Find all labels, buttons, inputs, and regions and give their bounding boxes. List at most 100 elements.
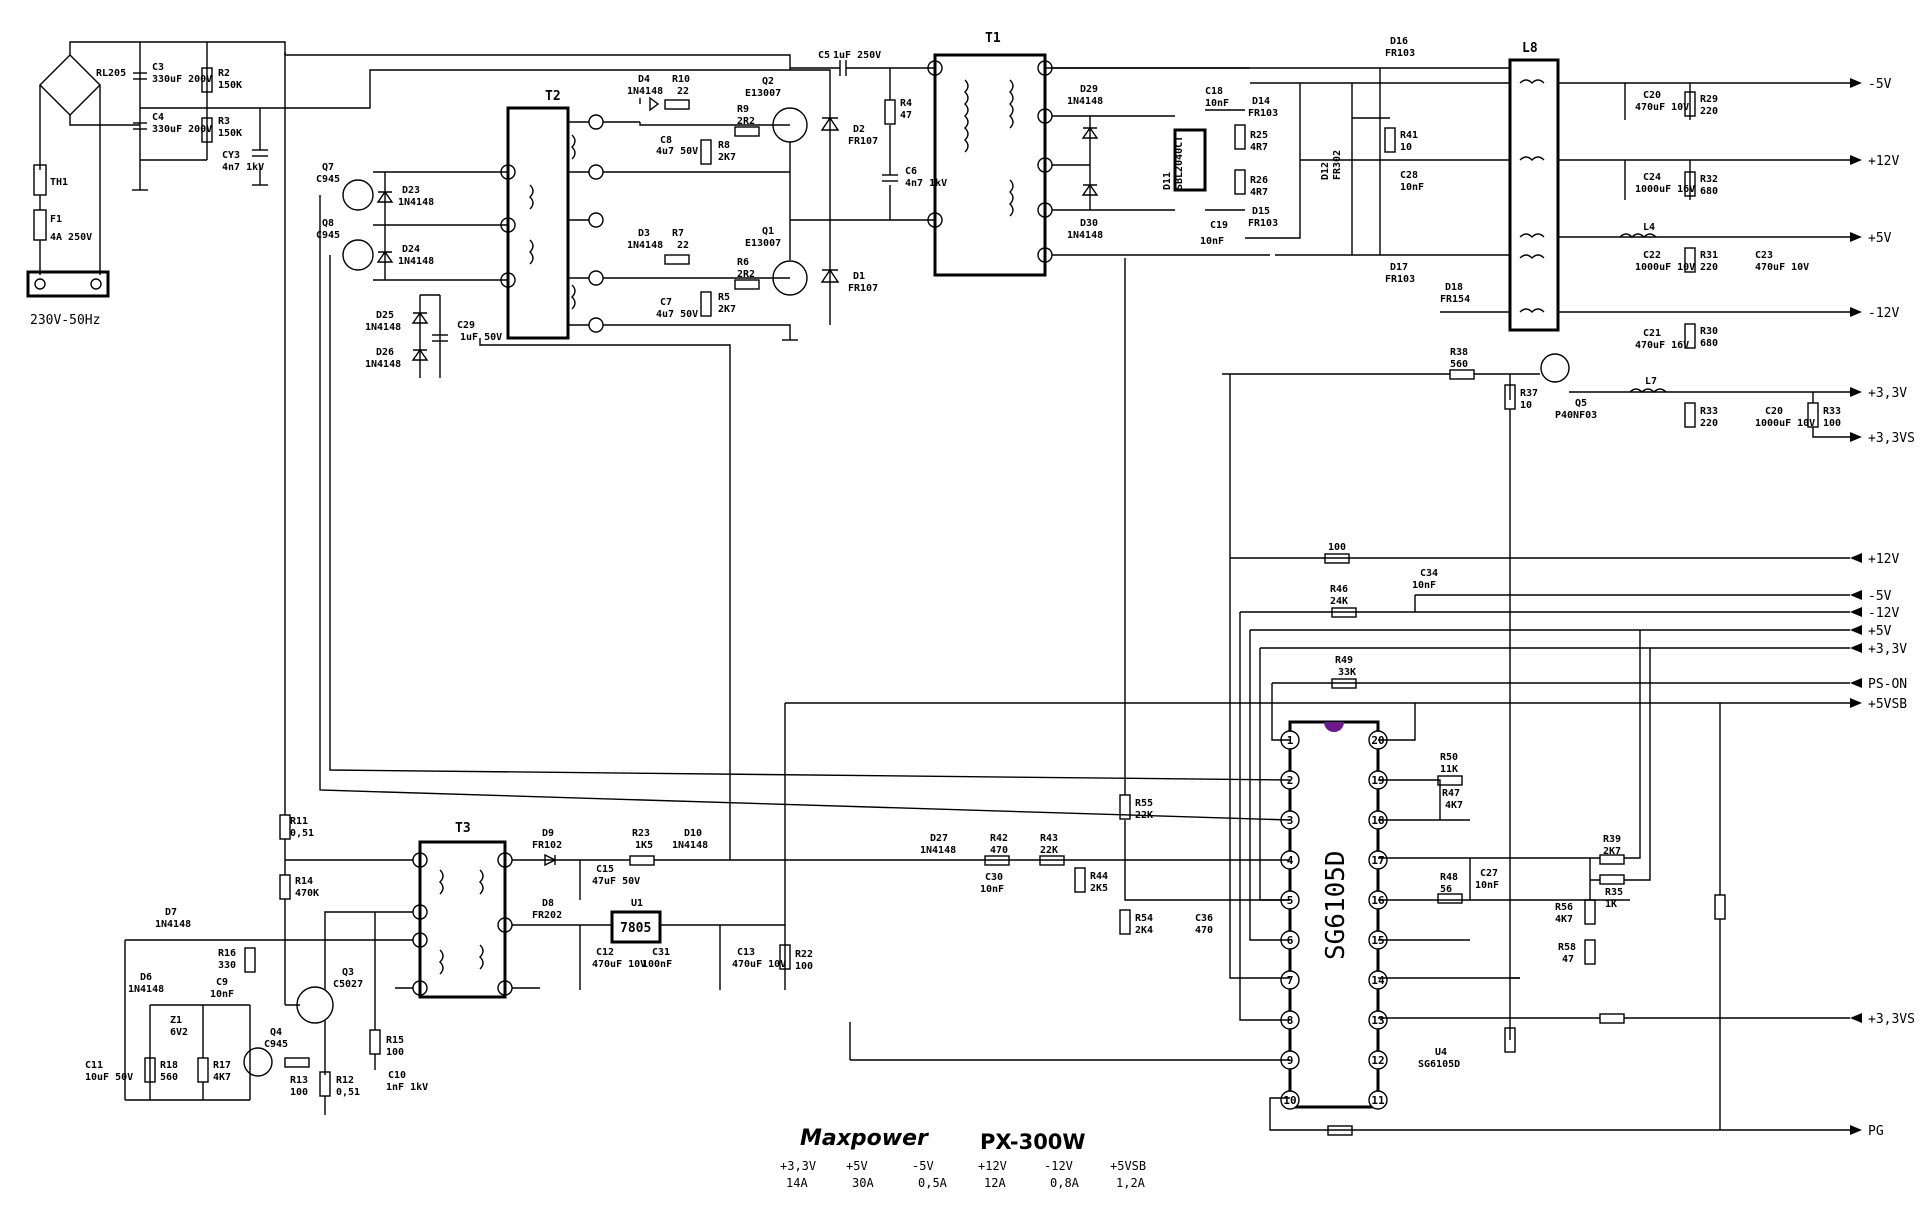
regulator-u1 (610, 910, 662, 944)
c20b-value: 1000uF 10V (1755, 418, 1815, 429)
q7-value: C945 (316, 174, 340, 185)
out-minus12v-label: -12V (1868, 306, 1899, 321)
r31-value: 220 (1700, 262, 1718, 273)
r22-ref: R22 (795, 949, 813, 960)
r14-value: 470K (295, 888, 319, 899)
c3-value: 330uF 200V (152, 74, 212, 85)
d15-value: FR103 (1248, 218, 1278, 229)
c21-value: 470uF 16V (1635, 340, 1689, 351)
r47-value: 4K7 (1555, 914, 1573, 925)
d9-value: FR102 (532, 840, 562, 851)
r48-ref: R58 (1558, 942, 1576, 953)
transformer-t3 (418, 840, 507, 999)
d16-ref: D16 (1390, 36, 1408, 47)
q1-ref: Q1 (762, 226, 774, 237)
r12-value: 0,51 (336, 1087, 360, 1098)
diode-d11 (1173, 128, 1207, 192)
r46-value: 56 (1440, 884, 1452, 895)
c12-value: 470uF 10V (592, 959, 646, 970)
spec-rail-0: +3,3V (780, 1159, 816, 1173)
transformer-t2 (506, 106, 570, 340)
r41-ref: R41 (1400, 130, 1418, 141)
spec-current-1: 30A (852, 1176, 874, 1190)
d28-value: 10nF (1412, 580, 1436, 591)
r46-ref: R48 (1440, 872, 1458, 883)
out-plus33vs-label: +3,3VS (1868, 431, 1915, 446)
d6-ref: D6 (140, 972, 152, 983)
d1-value: FR107 (848, 283, 878, 294)
spec-rail-5: +5VSB (1110, 1159, 1146, 1173)
transistor-q4 (243, 1047, 273, 1077)
c15-value: 47uF 50V (592, 876, 640, 887)
r13-ref: R13 (290, 1075, 308, 1086)
in-minus12v-label: -12V (1868, 606, 1899, 621)
c36-value: 470 (1195, 925, 1213, 936)
out-plus5v-label: +5V (1868, 231, 1892, 246)
r3-value: 150K (218, 128, 242, 139)
controller-pin-12 (1368, 1050, 1388, 1070)
main-transformer-section: T1 D29 1N4148 D30 1N4148 D11 SBL2040CT C… (927, 31, 1510, 313)
d14-ref: D14 (1252, 96, 1270, 107)
transistor-q3 (296, 986, 334, 1024)
c5-ref: C5 (818, 50, 830, 61)
r7-value: 22 (677, 240, 689, 251)
controller-pin-label-14: 14 (1371, 974, 1385, 987)
r50-value: 1K (1605, 899, 1617, 910)
r30-ref: R30 (1700, 326, 1718, 337)
controller-pin-10 (1280, 1090, 1300, 1110)
c32-value: 4K7 (1445, 800, 1463, 811)
spec-current-2: 0,5A (918, 1176, 948, 1190)
r11-ref: R11 (290, 816, 308, 827)
d1-ref: D1 (853, 271, 865, 282)
d26-ref: D26 (376, 347, 394, 358)
r33b-ref: R33 (1823, 406, 1841, 417)
c5-value: 1uF 250V (833, 50, 881, 61)
r48-value: 47 (1562, 954, 1574, 965)
r44-value: 2K5 (1090, 883, 1108, 894)
controller-pin-label-4: 4 (1287, 854, 1294, 867)
t1-ref: T1 (985, 31, 1001, 46)
spec-rail-4: -12V (1044, 1159, 1073, 1173)
r45-ref: R50 (1440, 752, 1458, 763)
c18-value: 10nF (1205, 98, 1229, 109)
r51-ref: R49 (1335, 655, 1353, 666)
r37-value: 10 (1520, 400, 1532, 411)
c21-ref: C21 (1643, 328, 1661, 339)
q3-ref: Q3 (342, 967, 354, 978)
spec-current-3: 12A (984, 1176, 1006, 1190)
chip-text: SG6105D (1321, 850, 1351, 960)
controller-pin-14 (1368, 970, 1388, 990)
spec-current-4: 0,8A (1050, 1176, 1080, 1190)
c24-ref: C24 (1643, 172, 1661, 183)
r43-ref: R43 (1040, 833, 1058, 844)
c9-ref: C9 (216, 977, 228, 988)
d30-value: 1N4148 (1067, 230, 1103, 241)
d24-value: 1N4148 (398, 256, 434, 267)
mosfet-q5 (1540, 353, 1570, 383)
c13-value: 470uF 10V (732, 959, 786, 970)
r53-ref: R46 (1330, 584, 1348, 595)
r33a-ref: R33 (1700, 406, 1718, 417)
z1-ref: Z1 (170, 1015, 182, 1026)
q7-ref: Q7 (322, 162, 334, 173)
q5-ref: Q5 (1575, 398, 1587, 409)
d28-ref: C34 (1420, 568, 1438, 579)
r25-value: 4R7 (1250, 142, 1268, 153)
in-plus33v-label: +3,3V (1868, 642, 1907, 657)
d12-ref: D12 (1320, 162, 1331, 180)
controller-pin-label-7: 7 (1287, 974, 1294, 987)
d12-value: FR302 (1332, 150, 1343, 180)
d6-value: 1N4148 (128, 984, 164, 995)
u4-ref: U4 (1435, 1047, 1447, 1058)
rl205-ref: RL205 (96, 68, 126, 79)
q1-value: E13007 (745, 238, 781, 249)
controller-pin-label-17: 17 (1371, 854, 1384, 867)
d2-value: FR107 (848, 136, 878, 147)
d11-value: SBL2040CT (1174, 136, 1185, 190)
r53-value: 24K (1330, 596, 1348, 607)
d10-value: 1N4148 (672, 840, 708, 851)
mains-connector (26, 270, 110, 298)
c19-ref: C19 (1210, 220, 1228, 231)
d2-ref: D2 (853, 124, 865, 135)
in-pson-label: PS-ON (1868, 677, 1907, 692)
